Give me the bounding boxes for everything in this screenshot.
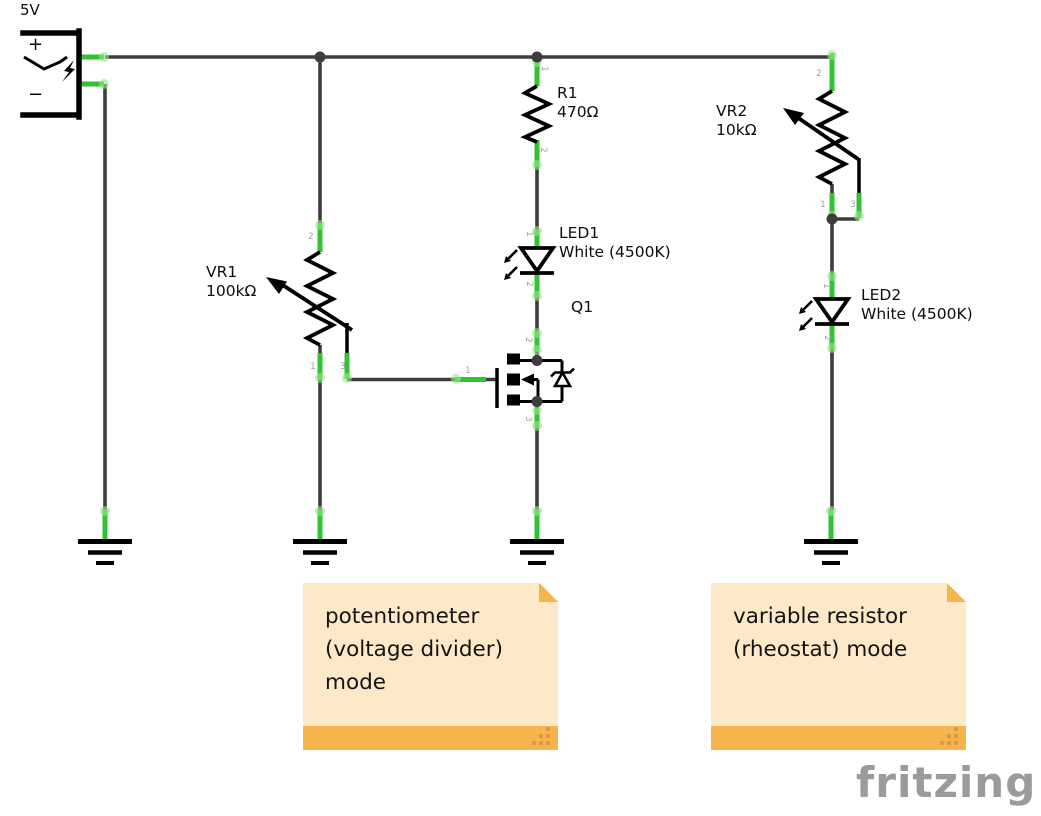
note-fold-icon: [947, 583, 966, 602]
vr2-label[interactable]: VR2 10kΩ: [716, 102, 757, 140]
emitted-light-arrow-icon: [799, 324, 806, 331]
r1-value: 470Ω: [557, 103, 599, 121]
note-text: potentiometer (voltage divider) mode: [325, 604, 503, 695]
led2-symbol[interactable]: [799, 297, 852, 331]
q1-pin2-number: 2: [523, 337, 533, 343]
potentiometer-vr2-symbol[interactable]: [783, 89, 861, 193]
r1-ref: R1: [557, 84, 578, 102]
note-potentiometer-mode[interactable]: potentiometer (voltage divider) mode: [303, 583, 558, 750]
note-text: variable resistor (rheostat) mode: [733, 604, 908, 662]
junction-dots: [314, 51, 838, 407]
vr1-value: 100kΩ: [206, 282, 257, 300]
potentiometer-vr1-symbol[interactable]: [266, 250, 354, 353]
power-net-label[interactable]: 5V: [20, 1, 40, 19]
led2-value: White (4500K): [861, 305, 973, 323]
led1-pin1-number: 1: [524, 231, 534, 237]
wiper-arrow-icon: [266, 277, 287, 294]
wire-vr2-led2-branch: [830, 57, 859, 510]
vr1-label[interactable]: VR1 100kΩ: [206, 263, 256, 301]
ground-symbol: [510, 539, 564, 565]
vr1-pin1-number: 1: [310, 362, 316, 372]
ground-symbol: [293, 539, 347, 565]
led2-label[interactable]: LED2 White (4500K): [861, 286, 973, 324]
led1-value: White (4500K): [559, 243, 671, 261]
note-bottom-bar: [303, 726, 558, 750]
vr2-value: 10kΩ: [716, 121, 757, 139]
led1-label[interactable]: LED1 White (4500K): [559, 224, 671, 262]
note-rheostat-mode[interactable]: variable resistor (rheostat) mode: [711, 583, 966, 750]
note-resize-grip-icon[interactable]: [940, 727, 944, 731]
vr1-pin2-number: 2: [308, 232, 314, 242]
wiper-arrow-icon: [783, 108, 804, 125]
ground-symbol: [804, 539, 858, 565]
note-resize-grip-icon[interactable]: [532, 727, 536, 731]
lightning-bolt-icon: [62, 60, 75, 82]
battery-plus-sign: +: [28, 34, 44, 55]
q1-label[interactable]: Q1: [571, 298, 593, 317]
emitted-light-arrow-icon: [504, 256, 511, 263]
vr1-pin3-number: 3: [340, 362, 346, 372]
note-bottom-bar: [711, 726, 966, 750]
ground-symbols[interactable]: [78, 539, 858, 565]
emitted-light-arrow-icon: [799, 307, 806, 314]
vr2-pin2-number: 2: [816, 69, 822, 79]
resistor-r1-symbol[interactable]: [520, 84, 554, 144]
q1-pin3-number: 3: [523, 416, 533, 422]
r1-label[interactable]: R1 470Ω: [557, 84, 598, 122]
vr2-pin1-number: 1: [820, 200, 826, 210]
r1-pin2-number: 2: [538, 147, 548, 153]
fritzing-logo: fritzing: [856, 758, 1037, 807]
led1-ref: LED1: [559, 224, 600, 242]
q1-ref: Q1: [571, 298, 594, 316]
r1-pin1-number: 1: [539, 66, 549, 72]
emitted-light-arrow-icon: [504, 273, 511, 280]
led2-pin1-number: 1: [821, 283, 831, 289]
vr2-pin3-number: 3: [850, 200, 856, 210]
power-supply-symbol[interactable]: [20, 28, 82, 120]
battery-minus-sign: −: [28, 84, 44, 105]
led1-symbol[interactable]: [504, 246, 557, 280]
vr2-ref: VR2: [716, 102, 748, 120]
q1-pin1-number: 1: [465, 366, 471, 376]
body-diode-icon: [552, 369, 573, 388]
note-fold-icon: [539, 583, 558, 602]
led1-pin2-number: 2: [524, 281, 534, 287]
ground-symbol: [78, 539, 132, 565]
vr1-ref: VR1: [206, 263, 238, 281]
led2-ref: LED2: [861, 286, 902, 304]
led2-pin2-number: 2: [822, 335, 832, 341]
mosfet-arrow-icon: [521, 373, 534, 386]
